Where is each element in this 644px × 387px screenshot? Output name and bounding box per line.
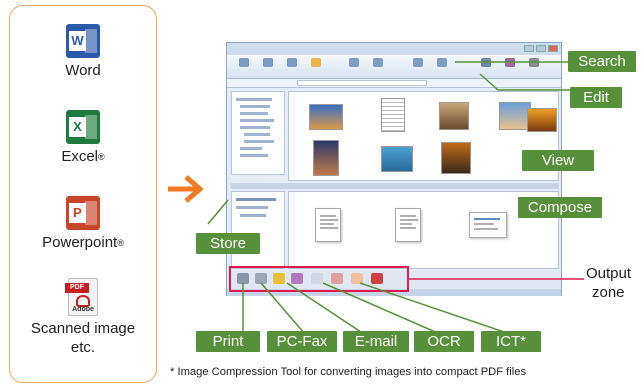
status-bar xyxy=(227,289,561,296)
thumbnail[interactable] xyxy=(309,104,343,130)
search-callout: Search xyxy=(568,51,636,72)
thumbnail[interactable] xyxy=(381,146,413,172)
path-field[interactable] xyxy=(297,80,427,86)
thumbnail[interactable] xyxy=(441,142,471,174)
main-toolbar xyxy=(227,55,561,79)
address-bar xyxy=(227,79,561,88)
output-button[interactable] xyxy=(311,273,323,284)
print-callout: Print xyxy=(196,331,260,352)
ict-icon[interactable] xyxy=(371,273,383,284)
ocr-callout: OCR xyxy=(414,331,474,352)
toolbar-button[interactable] xyxy=(431,58,453,76)
source-item-scanned: PDF Adobe Scanned image etc. xyxy=(10,278,156,357)
toolbar-button[interactable] xyxy=(305,58,327,76)
output-toolbar xyxy=(227,271,561,289)
close-button[interactable] xyxy=(548,45,558,52)
output-button[interactable] xyxy=(331,273,343,284)
ict-callout: ICT* xyxy=(481,331,541,352)
toolbar-button[interactable] xyxy=(257,58,279,76)
folder-tree[interactable] xyxy=(231,91,285,175)
toolbar-button[interactable] xyxy=(233,58,255,76)
source-label-etc: etc. xyxy=(70,339,96,356)
thumbnail[interactable] xyxy=(381,98,405,132)
toolbar-button[interactable] xyxy=(367,58,389,76)
pcfax-callout: PC-Fax xyxy=(267,331,337,352)
compose-page[interactable] xyxy=(395,208,421,242)
print-icon[interactable] xyxy=(237,273,249,284)
source-label-excel: Excel® xyxy=(61,148,105,165)
store-callout: Store xyxy=(196,233,260,254)
thumbnail[interactable] xyxy=(527,108,557,132)
edit-callout: Edit xyxy=(570,87,622,108)
output-zone-label: Output zone xyxy=(586,265,632,301)
thumbnail[interactable] xyxy=(313,140,339,176)
excel-icon: X xyxy=(66,110,100,144)
thumbnail[interactable] xyxy=(439,102,469,130)
compose-callout: Compose xyxy=(518,197,602,218)
powerpoint-icon: P xyxy=(66,196,100,230)
toolbar-button[interactable] xyxy=(407,58,429,76)
footnote: * Image Compression Tool for converting … xyxy=(170,366,527,378)
output-zone-highlight xyxy=(229,266,409,292)
email-callout: E-mail xyxy=(343,331,409,352)
toolbar-button[interactable] xyxy=(343,58,365,76)
email-icon[interactable] xyxy=(273,273,285,284)
source-label-scanned: Scanned image xyxy=(30,320,136,337)
source-files-panel: W Word X Excel® P Powerpoint® PDF Adobe … xyxy=(9,5,157,383)
compose-list[interactable] xyxy=(231,191,285,269)
output-button[interactable] xyxy=(351,273,363,284)
pane-divider[interactable] xyxy=(231,183,559,189)
compose-page[interactable] xyxy=(315,208,341,242)
app-window xyxy=(226,42,562,296)
source-label-word: Word xyxy=(65,62,101,79)
source-label-powerpoint: Powerpoint® xyxy=(42,234,124,251)
view-callout: View xyxy=(522,150,594,171)
compose-view xyxy=(288,191,559,269)
ocr-icon[interactable] xyxy=(291,273,303,284)
source-item-excel: X Excel® xyxy=(10,110,156,166)
word-icon: W xyxy=(66,24,100,58)
fax-icon[interactable] xyxy=(255,273,267,284)
source-item-word: W Word xyxy=(10,24,156,80)
pdf-icon: PDF Adobe xyxy=(65,278,98,316)
window-titlebar xyxy=(227,43,561,55)
thumbnail-view xyxy=(288,91,559,181)
minimize-button[interactable] xyxy=(524,45,534,52)
arrow-right-icon xyxy=(168,175,204,203)
maximize-button[interactable] xyxy=(536,45,546,52)
compose-page[interactable] xyxy=(469,212,507,238)
toolbar-button[interactable] xyxy=(281,58,303,76)
source-item-powerpoint: P Powerpoint® xyxy=(10,196,156,252)
